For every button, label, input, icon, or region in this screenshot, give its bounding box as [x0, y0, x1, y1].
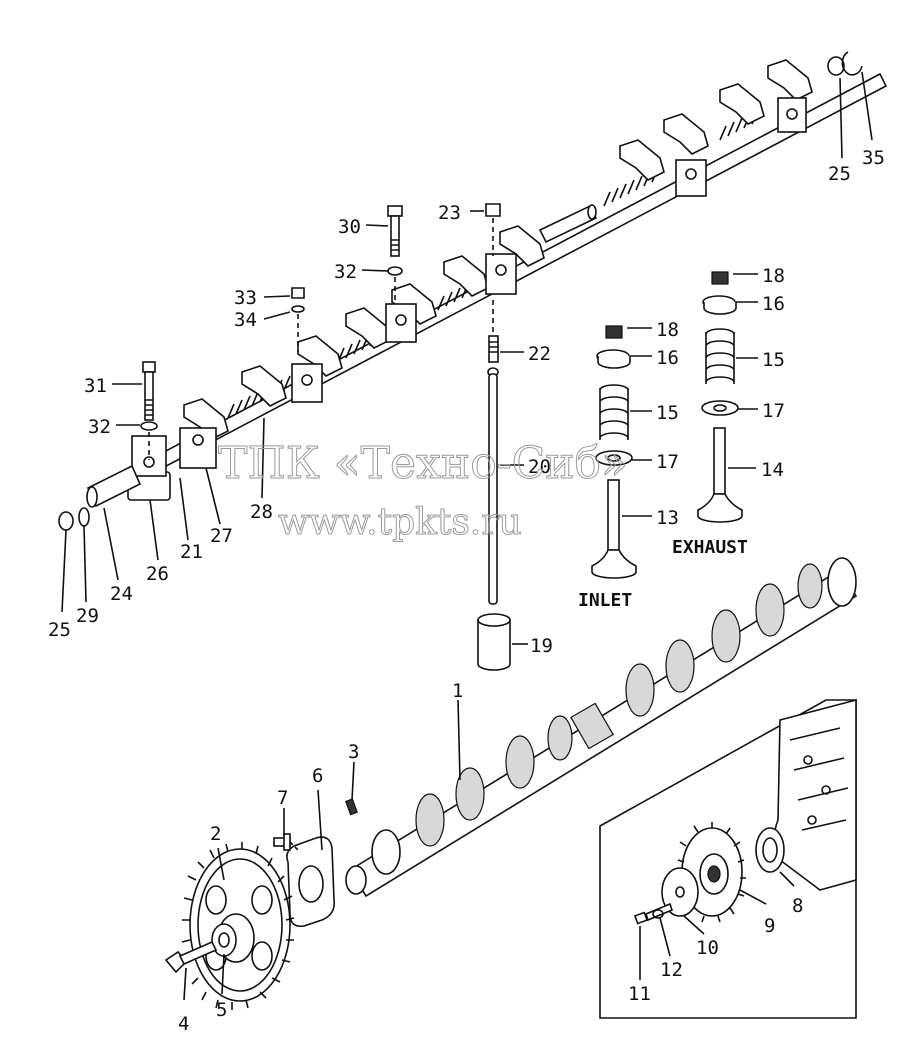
label-11: 11 [628, 983, 651, 1005]
label-17-inlet: 17 [656, 451, 679, 473]
label-3: 3 [348, 741, 359, 763]
label-29: 29 [76, 605, 99, 627]
label-5: 5 [216, 999, 227, 1021]
label-28: 28 [250, 501, 273, 523]
label-33: 33 [234, 287, 257, 309]
label-1: 1 [452, 680, 463, 702]
label-31: 31 [84, 375, 107, 397]
leader-lines [61, 71, 873, 1001]
label-19: 19 [530, 635, 553, 657]
label-27: 27 [210, 525, 233, 547]
label-25-left: 25 [48, 619, 71, 641]
label-6: 6 [312, 765, 323, 787]
rocker-arms [183, 59, 813, 440]
label-8: 8 [792, 895, 803, 917]
camshaft [345, 557, 858, 898]
label-9: 9 [764, 915, 775, 937]
label-12: 12 [660, 959, 683, 981]
label-32-top: 32 [334, 261, 357, 283]
exhaust-valve-group [697, 271, 743, 523]
label-18-exhaust: 18 [762, 265, 785, 287]
label-7: 7 [277, 787, 288, 809]
label-21: 21 [180, 541, 203, 563]
label-18-inlet: 18 [656, 319, 679, 341]
label-32-left: 32 [88, 416, 111, 438]
watermark-company: ТПК «Техно-Сиб» [218, 438, 628, 489]
label-15-inlet: 15 [656, 402, 679, 424]
push-rod-group [477, 300, 511, 671]
inlet-valve-group [591, 325, 637, 579]
watermark-url: www.tpkts.ru [278, 502, 522, 543]
label-25-right: 25 [828, 163, 851, 185]
label-26: 26 [146, 563, 169, 585]
label-10: 10 [696, 937, 719, 959]
label-17-exhaust: 17 [762, 400, 785, 422]
label-13: 13 [656, 507, 679, 529]
part-labels: 1 2 3 4 5 6 7 8 9 10 11 12 13 14 15 15 1… [48, 147, 885, 1035]
label-15-exhaust: 15 [762, 349, 785, 371]
label-14: 14 [761, 459, 784, 481]
inset-idler-gear [599, 698, 857, 1019]
label-2: 2 [210, 823, 221, 845]
label-35: 35 [862, 147, 885, 169]
label-4: 4 [178, 1013, 189, 1035]
label-30: 30 [338, 216, 361, 238]
caption-inlet: INLET [578, 590, 632, 611]
rocker-shaft-assembly [58, 51, 888, 531]
label-20: 20 [528, 456, 551, 478]
label-24: 24 [110, 583, 133, 605]
timing-gear-group [164, 833, 336, 1010]
label-34: 34 [234, 309, 257, 331]
label-22: 22 [528, 343, 551, 365]
caption-exhaust: EXHAUST [672, 537, 748, 558]
label-16-inlet: 16 [656, 347, 679, 369]
label-23: 23 [438, 202, 461, 224]
cam-gear [181, 842, 295, 1010]
bolts [140, 203, 501, 460]
watermark: ТПК «Техно-Сиб» www.tpkts.ru [218, 438, 629, 544]
label-16-exhaust: 16 [762, 293, 785, 315]
